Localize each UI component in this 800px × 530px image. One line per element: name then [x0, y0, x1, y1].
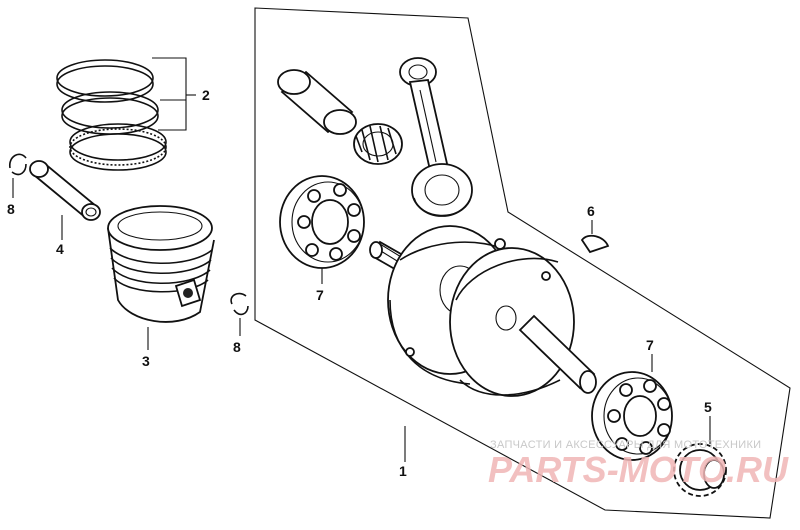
callout-1: 1: [399, 463, 407, 479]
crank-pin: [277, 69, 357, 135]
piston-ring-set: [56, 59, 167, 171]
callout-8-left: 8: [7, 201, 15, 217]
callout-8-right: 8: [233, 339, 241, 355]
ball-bearing-right: [591, 354, 673, 461]
connecting-rod: [399, 57, 473, 217]
crankshaft-assembly-boundary: [254, 7, 791, 519]
callout-7-right: 7: [646, 337, 654, 353]
callout-2: 2: [202, 87, 210, 103]
callout-7-left: 7: [316, 287, 324, 303]
timing-sprocket: [673, 416, 727, 497]
ball-bearing-left: [279, 175, 365, 284]
callout-5: 5: [704, 399, 712, 415]
callout-3: 3: [142, 353, 150, 369]
piston-pin-clip-left: [9, 153, 27, 198]
callout-6: 6: [587, 203, 595, 219]
piston-pin: [29, 160, 101, 240]
woodruff-key: [580, 220, 610, 254]
piston: [107, 205, 215, 350]
watermark-brand: PARTS-MOTO.RU: [488, 449, 789, 490]
callout-4: 4: [56, 241, 64, 257]
needle-bearing: [353, 123, 403, 165]
crankshaft: [369, 225, 597, 462]
watermark-tagline: ЗАПЧАСТИ И АКСЕССУАРЫ ДЛЯ МОТОТЕХНИКИ: [490, 439, 761, 451]
piston-pin-clip-right: [230, 292, 249, 336]
ring-set-leader: [152, 57, 196, 131]
